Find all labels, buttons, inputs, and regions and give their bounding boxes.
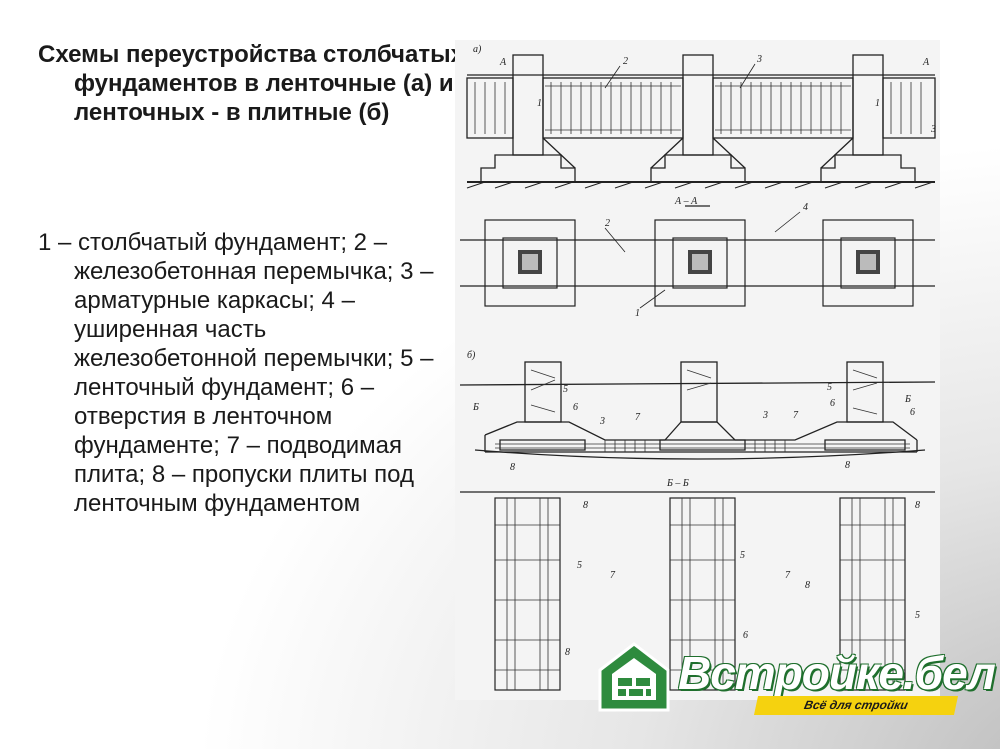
mark-b-left: Б: [472, 402, 479, 413]
num-1c: 1: [635, 308, 640, 319]
label-a: а): [473, 44, 482, 55]
brand-logo[interactable]: Встройке.бел Всё для стройки: [596, 640, 996, 720]
technical-drawing: а) А А 2 3 3 1 1 А – А: [455, 40, 940, 700]
num-5b: 5: [827, 382, 832, 393]
num-6c: 6: [910, 407, 915, 418]
mark-a-right: А: [922, 57, 930, 68]
legend-text: 1 – столбчатый фундамент; 2 – железобето…: [38, 229, 434, 517]
num-8c: 8: [583, 500, 588, 511]
num-3b: 3: [930, 124, 936, 135]
house-icon: [598, 642, 670, 712]
section-bb: Б – Б: [666, 478, 689, 489]
num-1a: 1: [537, 98, 542, 109]
num-8e: 8: [805, 580, 810, 591]
num-7c: 7: [610, 570, 616, 581]
num-8f: 8: [565, 647, 570, 658]
num-2a: 2: [623, 56, 628, 67]
num-6b: 6: [830, 398, 835, 409]
num-3a: 3: [756, 54, 762, 65]
num-5e: 5: [915, 610, 920, 621]
num-5d: 5: [740, 550, 745, 561]
num-8d: 8: [915, 500, 920, 511]
num-2b: 2: [605, 218, 610, 229]
num-5a: 5: [563, 384, 568, 395]
num-6a: 6: [573, 402, 578, 413]
num-8a: 8: [510, 462, 515, 473]
num-7b: 7: [793, 410, 799, 421]
num-3d: 3: [762, 410, 768, 421]
num-7d: 7: [785, 570, 791, 581]
num-3c: 3: [599, 416, 605, 427]
num-8b: 8: [845, 460, 850, 471]
slide-title: Схемы переустройства столбчатых фундамен…: [38, 41, 464, 126]
num-6d: 6: [743, 630, 748, 641]
mark-b-right: Б: [904, 394, 911, 405]
section-aa: А – А: [674, 196, 698, 207]
num-5c: 5: [577, 560, 582, 571]
num-1b: 1: [875, 98, 880, 109]
num-7a: 7: [635, 412, 641, 423]
num-4: 4: [803, 202, 808, 213]
mark-a-left: А: [499, 57, 507, 68]
label-b: б): [467, 350, 476, 361]
brand-name: Встройке.бел: [678, 647, 996, 699]
brand-tagline: Всё для стройки: [753, 696, 959, 715]
